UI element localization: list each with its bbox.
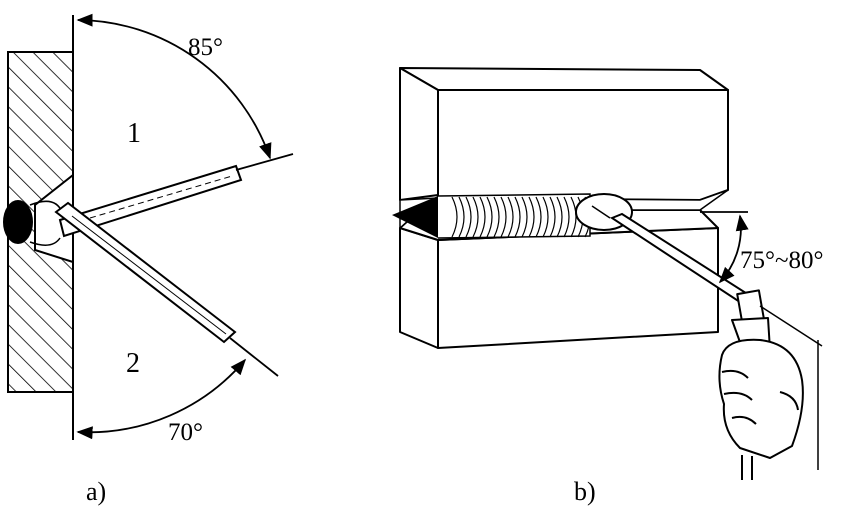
caption-b: b) [574, 477, 596, 506]
reference-line-electrode-axis [759, 305, 823, 347]
weld-ripple-line [542, 196, 549, 238]
weld-ripple-line [528, 196, 535, 238]
electrode-1 [58, 153, 294, 238]
weld-ripple-line [451, 196, 458, 238]
weld-ripple-line [507, 196, 514, 238]
weld-ripple-line [486, 196, 493, 238]
weld-ripple-line [535, 196, 542, 238]
electrode-2 [54, 201, 279, 377]
angle-label-bottom: 70° [168, 419, 203, 446]
electrode-holder-hand [718, 289, 804, 480]
angle-arc-bottom [76, 358, 247, 440]
angle-label-top: 85° [188, 34, 223, 61]
position-label-2: 2 [126, 348, 140, 379]
angle-label-b: 75°~80° [740, 247, 824, 274]
angle-arc-b [718, 214, 749, 284]
weld-ripple-line [493, 196, 500, 238]
weld-ripple-line [472, 196, 479, 238]
weld-ripple-line [556, 196, 563, 238]
weld-ripple-line [500, 196, 507, 238]
upper-block [399, 67, 729, 201]
lower-block [399, 209, 719, 349]
position-label-1: 1 [127, 118, 141, 149]
figure-b: 75°~80° b) [392, 67, 824, 506]
caption-a: a) [86, 477, 106, 506]
base-plate-hatched [7, 51, 74, 393]
weld-bead [3, 200, 33, 244]
weld-ripple-line [549, 196, 556, 238]
weld-ripple-line [521, 196, 528, 238]
angle-arc-top [76, 13, 272, 160]
weld-ripple-line [465, 196, 472, 238]
weld-ripple-line [514, 196, 521, 238]
figure-a: 85° 70° 1 2 a) [3, 13, 294, 506]
weld-ripple-line [479, 196, 486, 238]
weld-bead-ripples [392, 193, 591, 239]
weld-ripple-line [458, 196, 465, 238]
weld-ripple-line [563, 196, 570, 238]
